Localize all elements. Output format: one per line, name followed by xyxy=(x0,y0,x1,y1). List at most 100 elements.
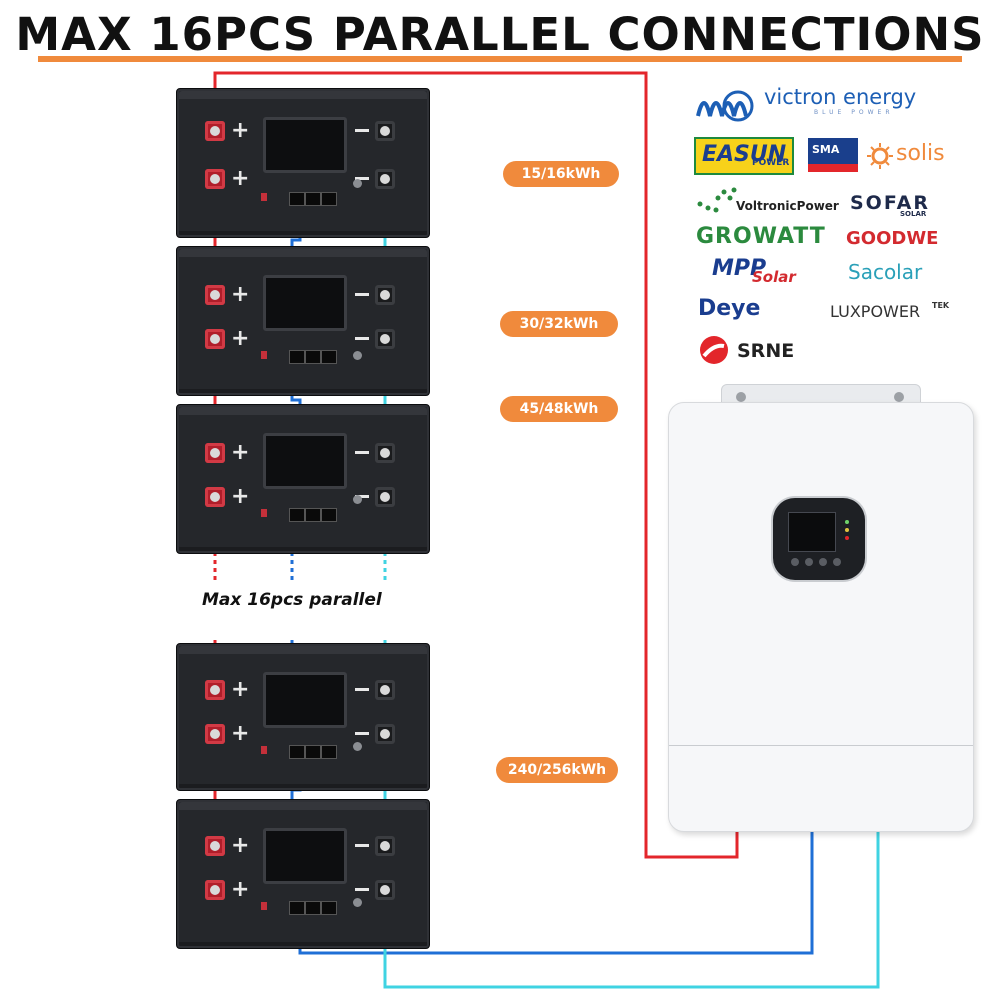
plus-sign: + xyxy=(231,484,250,509)
comm-port xyxy=(321,745,337,759)
plus-sign: + xyxy=(231,166,250,191)
comm-port xyxy=(289,350,305,364)
positive-terminal xyxy=(205,836,225,856)
plus-sign: + xyxy=(231,721,250,746)
comm-port xyxy=(289,901,305,915)
comm-port xyxy=(321,901,337,915)
brand-mpp-sub: Solar xyxy=(752,268,796,286)
battery-module-2: + + xyxy=(176,246,430,396)
dip-switch xyxy=(261,509,267,517)
inverter-display-icon xyxy=(773,498,865,580)
brand-easun-sub: POWER xyxy=(752,158,790,168)
minus-sign xyxy=(355,451,369,454)
battery-lcd-icon xyxy=(263,117,347,173)
minus-sign xyxy=(355,844,369,847)
power-knob xyxy=(353,351,362,360)
brand-goodwe: GOODWE xyxy=(846,228,939,249)
brand-easun: EASUN xyxy=(702,142,787,167)
comm-port xyxy=(321,350,337,364)
power-knob xyxy=(353,179,362,188)
positive-terminal xyxy=(205,285,225,305)
page-title: MAX 16PCS PARALLEL CONNECTIONS xyxy=(15,8,985,61)
negative-terminal xyxy=(375,836,395,856)
solis-sun-icon xyxy=(867,143,893,169)
negative-terminal xyxy=(375,724,395,744)
comm-port xyxy=(289,508,305,522)
brand-growatt: GROWATT xyxy=(696,224,826,249)
negative-terminal xyxy=(375,121,395,141)
voltronic-dots-icon xyxy=(697,187,737,213)
parallel-note: Max 16pcs parallel xyxy=(202,590,382,610)
minus-sign xyxy=(355,129,369,132)
title-underline xyxy=(38,56,962,62)
positive-terminal xyxy=(205,329,225,349)
negative-terminal xyxy=(375,285,395,305)
brand-sma: SMA xyxy=(812,143,840,156)
capacity-label-2: 30/32kWh xyxy=(500,311,618,337)
minus-sign xyxy=(355,293,369,296)
brand-sofar: SOFAR xyxy=(850,192,930,214)
positive-terminal xyxy=(205,443,225,463)
positive-terminal xyxy=(205,487,225,507)
battery-module-4: + + xyxy=(176,643,430,791)
comm-port xyxy=(305,901,321,915)
brand-deye: Deye xyxy=(698,296,761,321)
power-knob xyxy=(353,742,362,751)
brand-victron-tagline: BLUE POWER xyxy=(814,109,894,116)
brand-victron: victron energy xyxy=(764,85,917,109)
minus-sign xyxy=(355,688,369,691)
dip-switch xyxy=(261,351,267,359)
dip-switch xyxy=(261,902,267,910)
inverter xyxy=(668,402,974,832)
capacity-label-1: 15/16kWh xyxy=(503,161,619,187)
positive-terminal xyxy=(205,169,225,189)
positive-wire xyxy=(213,71,739,859)
comm-port xyxy=(321,192,337,206)
battery-lcd-icon xyxy=(263,828,347,884)
negative-terminal xyxy=(375,680,395,700)
brand-sofar-sub: SOLAR xyxy=(900,210,927,218)
positive-terminal xyxy=(205,880,225,900)
battery-module-3: + + xyxy=(176,404,430,554)
brand-luxpower-tek: TEK xyxy=(932,301,950,310)
negative-terminal xyxy=(375,329,395,349)
negative-terminal xyxy=(375,880,395,900)
minus-sign xyxy=(355,337,369,340)
battery-lcd-icon xyxy=(263,433,347,489)
positive-terminal xyxy=(205,121,225,141)
plus-sign: + xyxy=(231,440,250,465)
negative-terminal xyxy=(375,443,395,463)
brand-sacolar: Sacolar xyxy=(848,260,923,284)
positive-terminal xyxy=(205,724,225,744)
inverter-panel-seam xyxy=(669,745,973,746)
positive-terminal xyxy=(205,680,225,700)
battery-lcd-icon xyxy=(263,275,347,331)
comm-port xyxy=(305,192,321,206)
victron-logo-icon xyxy=(696,90,754,122)
minus-sign xyxy=(355,732,369,735)
plus-sign: + xyxy=(231,282,250,307)
comm-port xyxy=(289,745,305,759)
capacity-label-3: 45/48kWh xyxy=(500,396,618,422)
minus-sign xyxy=(355,177,369,180)
brand-srne: SRNE xyxy=(737,340,795,362)
minus-sign xyxy=(355,888,369,891)
brand-luxpower: LUXPOWER xyxy=(830,302,921,321)
plus-sign: + xyxy=(231,833,250,858)
power-knob xyxy=(353,898,362,907)
battery-module-1: + + xyxy=(176,88,430,238)
brand-mpp: MPP xyxy=(712,256,767,281)
dip-switch xyxy=(261,193,267,201)
minus-sign xyxy=(355,495,369,498)
comm-port xyxy=(305,508,321,522)
plus-sign: + xyxy=(231,326,250,351)
brand-voltronic: VoltronicPower xyxy=(736,199,839,213)
comm-port xyxy=(305,350,321,364)
plus-sign: + xyxy=(231,877,250,902)
comm-port xyxy=(289,192,305,206)
negative-terminal xyxy=(375,169,395,189)
battery-lcd-icon xyxy=(263,672,347,728)
plus-sign: + xyxy=(231,677,250,702)
brand-sma-box: SMA xyxy=(808,138,858,172)
negative-terminal xyxy=(375,487,395,507)
